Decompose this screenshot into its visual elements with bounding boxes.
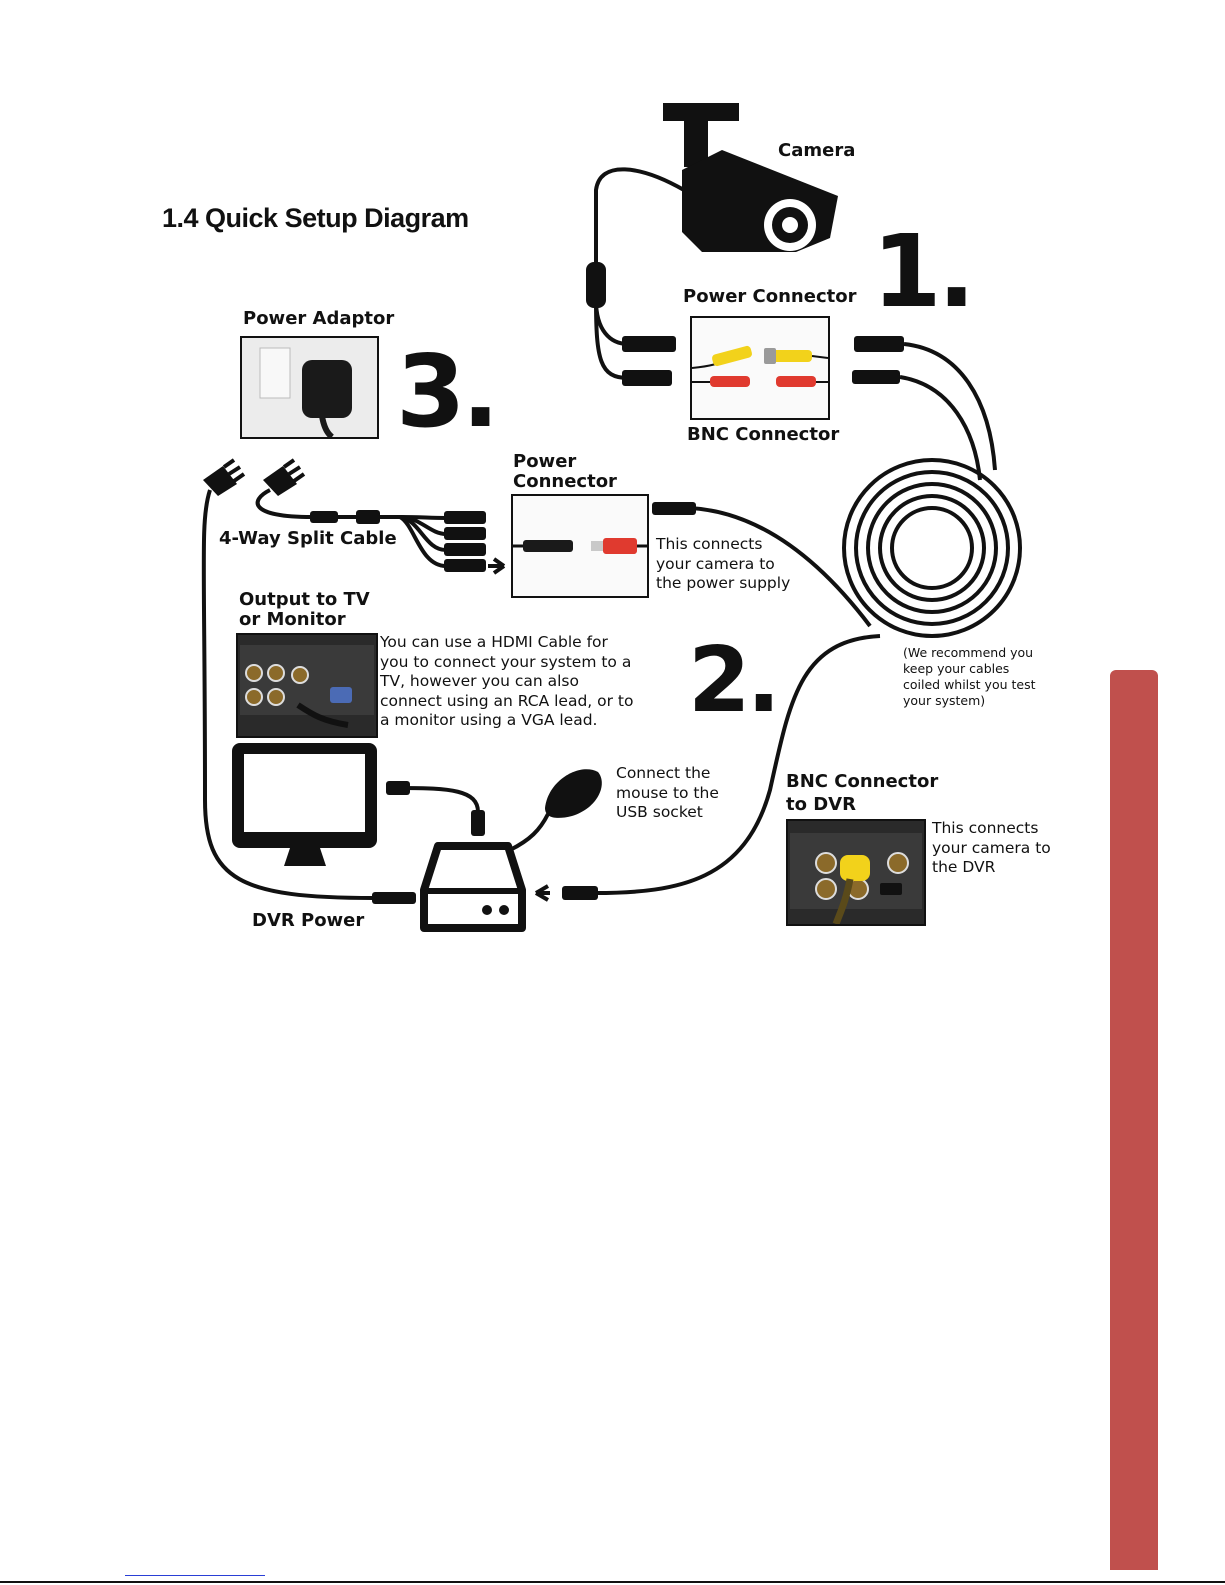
coil-note-line: (We recommend you <box>903 645 1034 660</box>
dvr-note-line: This connects <box>932 819 1039 837</box>
dvr-note: This connects your camera to the DVR <box>932 819 1051 878</box>
footer-rule <box>0 1581 1225 1583</box>
plug-icon <box>203 458 306 496</box>
power-lead <box>689 506 872 628</box>
split-connector-3 <box>444 543 486 556</box>
step-three: 3. <box>396 333 500 450</box>
dvr-power-label: DVR Power <box>252 910 365 931</box>
power-connector-photo <box>511 494 649 598</box>
split-cable-joint <box>356 510 380 524</box>
split-cable-plug <box>310 511 338 523</box>
hdmi-note-line: TV, however you can also <box>380 672 579 690</box>
monitor-icon <box>232 743 377 866</box>
extension-bnc-plug <box>854 336 904 352</box>
hdmi-note-line: a monitor using a VGA lead. <box>380 711 598 729</box>
hdmi-plug-dvr <box>471 810 485 836</box>
power-adaptor-photo <box>240 336 379 439</box>
arrow-to-dvr-icon <box>534 884 550 902</box>
mouse-note-line: USB socket <box>616 803 703 821</box>
split-connector-1 <box>444 511 486 524</box>
power-lead-plug <box>652 502 696 515</box>
footer-link-underline <box>125 1575 265 1576</box>
step-two: 2. <box>688 628 781 733</box>
power-connector-mid-label-line1: Power <box>513 451 577 472</box>
split-connector-2 <box>444 527 486 540</box>
bnc-dvr-label: BNC Connector to DVR <box>786 770 938 816</box>
hdmi-note-line: connect using an RCA lead, or to <box>380 691 634 710</box>
dvr-note-line: the DVR <box>932 858 996 876</box>
output-label: Output to TV or Monitor <box>239 590 370 630</box>
bnc-lead <box>594 634 881 895</box>
mouse-note-line: Connect the <box>616 764 711 782</box>
dvr-note-line: your camera to <box>932 838 1051 857</box>
camera-lead-splitter <box>586 262 606 308</box>
section-tab <box>1110 670 1158 1570</box>
hdmi-note-line: you to connect your system to a <box>380 652 632 671</box>
split-cable-label: 4-Way Split Cable <box>219 528 397 549</box>
camera-label: Camera <box>778 140 856 161</box>
power-supply-note-line: This connects <box>656 535 763 553</box>
coil-note-line: your system) <box>903 693 986 708</box>
bnc-power-connectors-photo <box>690 316 830 420</box>
hdmi-note-line: You can use a HDMI Cable for <box>380 633 608 651</box>
hdmi-note: You can use a HDMI Cable for you to conn… <box>380 633 634 731</box>
coil-note-line: keep your cables <box>903 661 1010 676</box>
power-connector-mid-label: Power Connector <box>513 452 617 492</box>
bnc-lead-plug <box>562 886 598 900</box>
dvr-power-plug <box>372 892 416 904</box>
bnc-connector-top-label: BNC Connector <box>687 424 840 445</box>
split-cable <box>255 488 447 568</box>
bnc-dvr-photo <box>786 819 926 926</box>
power-adaptor-label: Power Adaptor <box>243 308 395 329</box>
dvr-power-lead <box>201 489 375 900</box>
split-connector-4 <box>444 559 486 572</box>
page-title: 1.4 Quick Setup Diagram <box>162 203 469 233</box>
hdmi-lead <box>399 786 480 813</box>
camera-power-plug <box>622 370 672 386</box>
cable-coil <box>842 458 1022 638</box>
step-one: 1. <box>872 213 976 330</box>
mouse-icon <box>509 769 602 852</box>
dvr-rear-panel-photo <box>236 633 378 738</box>
bnc-dvr-label-line2: to DVR <box>786 794 856 815</box>
extension-lead <box>899 342 997 481</box>
dvr-icon <box>420 842 526 932</box>
power-supply-note-line: the power supply <box>656 574 791 592</box>
mouse-note: Connect the mouse to the USB socket <box>616 764 719 823</box>
output-label-line2: or Monitor <box>239 609 346 630</box>
extension-power-plug <box>852 370 900 384</box>
power-connector-mid-label-line2: Connector <box>513 471 617 492</box>
arrow-to-power-icon <box>488 557 506 575</box>
output-label-line1: Output to TV <box>239 589 370 610</box>
hdmi-plug-monitor <box>386 781 410 795</box>
camera-icon <box>663 103 838 252</box>
camera-bnc-plug <box>622 336 676 352</box>
coil-note: (We recommend you keep your cables coile… <box>903 645 1036 709</box>
coil-note-line: coiled whilst you test <box>903 677 1036 692</box>
bnc-dvr-label-line1: BNC Connector <box>786 771 939 792</box>
power-supply-note: This connects your camera to the power s… <box>656 535 790 594</box>
power-supply-note-line: your camera to <box>656 554 775 573</box>
mouse-note-line: mouse to the <box>616 783 719 802</box>
power-connector-top-label: Power Connector <box>683 286 857 307</box>
